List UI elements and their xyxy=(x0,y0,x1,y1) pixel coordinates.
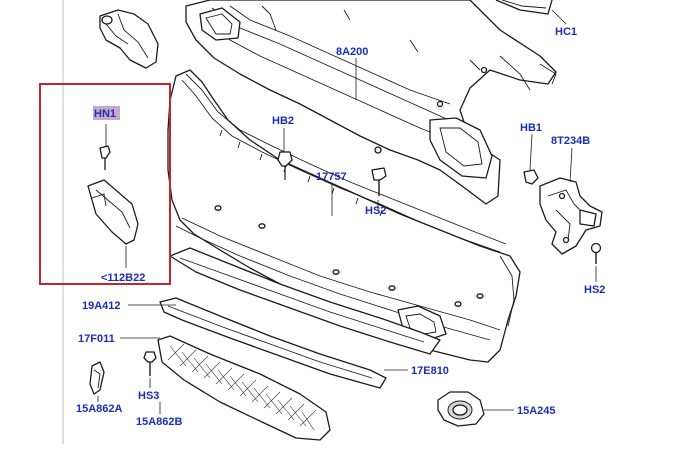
clip-hb1-part[interactable] xyxy=(523,169,539,185)
mounting-bracket-112b22-part[interactable] xyxy=(87,179,139,245)
label-hn1[interactable]: HN1 xyxy=(94,108,116,120)
lower-strip-part[interactable] xyxy=(159,297,387,389)
label-hb1[interactable]: HB1 xyxy=(520,122,542,134)
screw-hs2-left-part[interactable] xyxy=(371,167,387,196)
label-15a862a[interactable]: 15A862A xyxy=(76,403,123,415)
label-hb2[interactable]: HB2 xyxy=(272,115,294,127)
screw-hs3-part[interactable] xyxy=(143,351,157,376)
clip-15a862a-part[interactable] xyxy=(89,361,105,395)
leader-lines xyxy=(97,9,597,414)
side-bracket-part[interactable] xyxy=(539,177,603,255)
label-8t234b[interactable]: 8T234B xyxy=(551,135,590,147)
label-17757[interactable]: 17757 xyxy=(316,171,347,183)
highlight-box xyxy=(39,83,171,285)
screw-hs2-right-part[interactable] xyxy=(590,242,602,265)
label-17f011[interactable]: 17F011 xyxy=(78,333,115,345)
lower-grille-part[interactable] xyxy=(157,335,331,441)
label-hs2-right[interactable]: HS2 xyxy=(584,284,605,296)
hn1-label-background xyxy=(93,106,120,120)
top-left-bracket-part[interactable] xyxy=(99,9,159,69)
label-17e810[interactable]: 17E810 xyxy=(411,365,449,377)
label-hs2-left[interactable]: HS2 xyxy=(365,205,386,217)
label-hs3[interactable]: HS3 xyxy=(138,390,159,402)
label-8a200[interactable]: 8A200 xyxy=(336,46,368,58)
lower-trim-bar-part[interactable] xyxy=(169,247,441,355)
bumper-cover-part[interactable] xyxy=(167,69,521,363)
screw-hn1-part[interactable] xyxy=(99,145,111,170)
label-19a412[interactable]: 19A412 xyxy=(82,300,121,312)
label-15a245[interactable]: 15A245 xyxy=(517,405,556,417)
label-15a862b[interactable]: 15A862B xyxy=(136,416,183,428)
label-112b22[interactable]: <112B22 xyxy=(101,272,145,284)
clip-hb2-part[interactable] xyxy=(277,151,293,180)
label-hc1[interactable]: HC1 xyxy=(555,26,577,38)
reinforcement-beam-part[interactable] xyxy=(185,0,557,205)
part-labels: HC1 8A200 HN1 HB2 17757 HS2 HB1 8T234B H… xyxy=(76,26,605,428)
fog-lamp-bezel-part[interactable] xyxy=(437,391,485,427)
hc1-bracket-part[interactable] xyxy=(495,0,553,15)
